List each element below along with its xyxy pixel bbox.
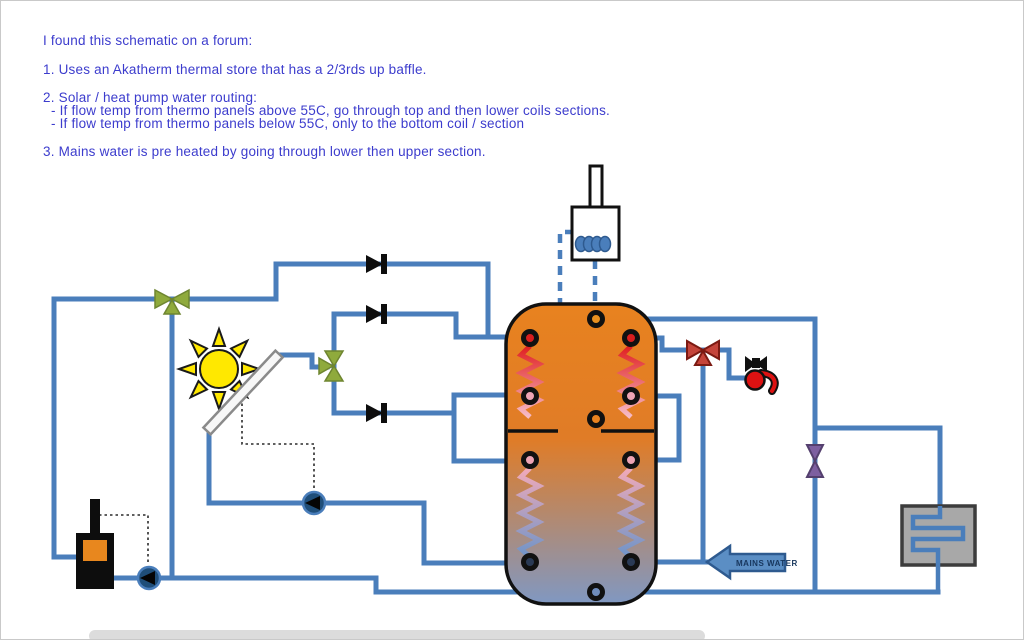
note-intro: I found this schematic on a forum: [43, 33, 253, 48]
tank-ports [521, 310, 640, 601]
port-bottom-center [587, 583, 605, 601]
tank-body [504, 302, 658, 606]
note-item1: 1. Uses an Akatherm thermal store that h… [43, 62, 427, 77]
note-item2b: - If flow temp from thermo panels below … [47, 116, 525, 131]
solar-panel [201, 348, 285, 437]
note-item2a: - If flow temp from thermo panels above … [47, 103, 610, 118]
coil-upper-left [515, 344, 545, 419]
port-baffle-center [587, 410, 605, 428]
control-wires [99, 398, 315, 564]
pipe-stove-flow [51, 261, 491, 340]
pipe-solar-return [206, 428, 533, 566]
pipe-stove-riser [51, 296, 84, 560]
check-valve-icon-b [366, 304, 387, 324]
stove-pump [136, 565, 162, 591]
coil-upper-right [616, 344, 646, 419]
port-upper-left [521, 329, 539, 347]
thermal-store-tank [504, 302, 658, 606]
port-top-center [587, 310, 605, 328]
pipe-stove-return [111, 575, 379, 595]
solar-pump [301, 490, 327, 516]
radiator [900, 504, 977, 592]
coil-lower-left [515, 466, 545, 559]
port-mid-right [622, 387, 640, 405]
pipe-radiator-top-link [812, 425, 943, 509]
stove-chimney [90, 499, 100, 537]
note-item2: 2. Solar / heat pump water routing: [43, 90, 258, 105]
radiator-serpentine [910, 506, 966, 592]
scrollbar-thumb[interactable] [89, 630, 705, 639]
boiler-box [570, 205, 621, 262]
check-valve-icon-c [366, 403, 387, 423]
wire-solar-sensor [241, 398, 315, 490]
red-mixing-valve-icon [686, 339, 720, 366]
pipe-network [51, 261, 943, 595]
port-bottom-right [622, 553, 640, 571]
pipe-solar-lower-coils [331, 392, 533, 464]
pump-triangle-icon [140, 571, 155, 585]
mains-water-arrow: MAINS WATER [704, 543, 798, 581]
boiler-element-icon [574, 235, 612, 253]
purple-valve-icon [805, 444, 825, 478]
wood-stove [76, 499, 114, 589]
port-mid-left [521, 387, 539, 405]
port-bottom-left [521, 553, 539, 571]
note-item3: 3. Mains water is pre heated by going th… [43, 144, 486, 159]
pipe-heating-flow [593, 316, 818, 595]
stove-3way-valve-icon [154, 288, 190, 315]
port-lowmid-right [622, 451, 640, 469]
boiler-chimney [588, 164, 604, 211]
solar-3way-valve-icon [318, 350, 345, 382]
port-lowmid-left [521, 451, 539, 469]
check-valve-icon-a [366, 254, 387, 274]
port-upper-right [622, 329, 640, 347]
hot-tap-icon [744, 356, 779, 395]
pump-triangle-icon [305, 496, 320, 510]
coil-lower-right [616, 466, 646, 559]
boiler-unit [570, 164, 621, 262]
mains-water-label: MAINS WATER [736, 559, 798, 568]
pipe-solar-top-coil [331, 311, 533, 340]
stove-window [83, 540, 107, 561]
